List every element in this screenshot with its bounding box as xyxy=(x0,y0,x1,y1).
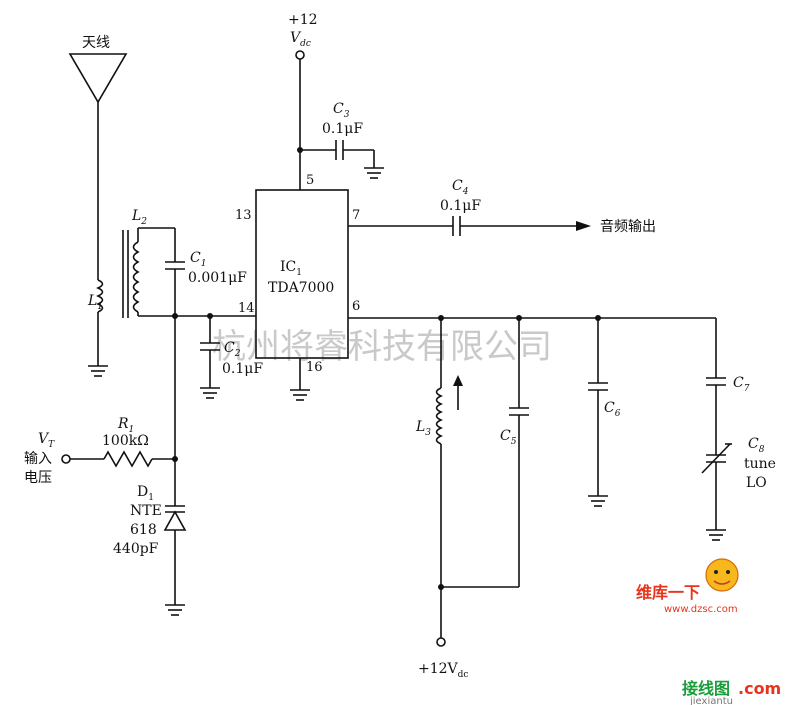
ground-symbol xyxy=(588,495,608,507)
variable-capacitor-c8 xyxy=(701,443,732,530)
inductor-l3 xyxy=(435,318,443,638)
site-pinyin: jiexiantu xyxy=(689,696,733,705)
capacitor-c1 xyxy=(165,228,185,316)
jiexiantu-logo: 接线图 .com jiexiantu xyxy=(682,679,781,705)
vt-input-terminal xyxy=(61,454,71,464)
dzsc-logo: 维库一下 www.dzsc.com xyxy=(636,558,739,615)
ground-symbol xyxy=(200,387,220,399)
c8-note-lo: LO xyxy=(746,475,767,491)
c8-note-tune: tune xyxy=(744,456,776,472)
audio-out-label: 音频输出 xyxy=(600,218,656,235)
ground-symbol xyxy=(290,389,310,401)
antenna-symbol xyxy=(68,53,128,280)
c1-value: 0.001μF xyxy=(188,270,247,286)
capacitor-c4 xyxy=(348,216,576,236)
pin-14: 14 xyxy=(238,301,255,316)
ic-tda7000 xyxy=(255,189,349,359)
r1-label: R1 xyxy=(117,416,134,435)
logo-url: www.dzsc.com xyxy=(664,604,738,615)
ground-symbol xyxy=(165,604,185,616)
c3-value: 0.1μF xyxy=(322,121,363,137)
supply-top-unit: Vdc xyxy=(290,30,311,49)
inductor-l2 xyxy=(132,227,175,316)
supply-bottom-label: +12Vdc xyxy=(418,661,468,680)
watermark: 杭州将睿科技有限公司 xyxy=(212,327,552,367)
vt-label: VT xyxy=(38,431,55,450)
site-dot-com: .com xyxy=(738,679,781,698)
supply-top-terminal xyxy=(295,50,305,60)
ic-part: TDA7000 xyxy=(268,280,334,296)
c4-label: C4 xyxy=(452,178,469,197)
pin-13: 13 xyxy=(235,208,252,223)
ic-name: IC1 xyxy=(280,259,302,278)
ground-symbol xyxy=(706,529,726,541)
d1-cap: 440pF xyxy=(113,541,159,557)
logo-brand: 维库一下 xyxy=(636,583,700,602)
l1-label: L1 xyxy=(87,293,103,312)
capacitor-c5 xyxy=(441,318,529,588)
c6-label: C6 xyxy=(604,400,621,419)
pin-16: 16 xyxy=(306,360,323,375)
junction-dot xyxy=(438,584,444,590)
varactor-diode-d1 xyxy=(163,498,187,605)
capacitor-c7 xyxy=(706,318,726,455)
adjust-arrow-icon xyxy=(453,375,463,410)
output-arrow xyxy=(576,221,591,231)
supply-bottom-terminal xyxy=(436,637,446,647)
c8-label: C8 xyxy=(748,436,765,455)
antenna-label: 天线 xyxy=(82,35,110,51)
pin-6: 6 xyxy=(352,299,360,314)
c3-label: C3 xyxy=(333,101,350,120)
pin-7: 7 xyxy=(352,208,360,223)
supply-top-value: +12 xyxy=(288,12,318,28)
l3-label: L3 xyxy=(415,419,431,438)
inductor-l1 xyxy=(96,279,104,366)
r1-value: 100kΩ xyxy=(102,433,149,449)
pin-5: 5 xyxy=(306,173,314,188)
ground-symbol xyxy=(364,167,384,179)
d1-label: D1 xyxy=(137,484,154,503)
capacitor-c2 xyxy=(200,316,220,388)
ground-symbol xyxy=(88,365,108,377)
c5-label: C5 xyxy=(500,428,517,447)
c2-label: C2 xyxy=(224,340,241,359)
c7-label: C7 xyxy=(733,375,750,394)
l2-label: L2 xyxy=(131,208,147,227)
vt-line1: 输入 xyxy=(24,451,52,467)
capacitor-c6 xyxy=(588,318,608,496)
vt-line2: 电压 xyxy=(24,470,52,486)
site-cn: 接线图 xyxy=(682,679,730,698)
c1-label: C1 xyxy=(190,250,206,269)
resistor-r1 xyxy=(70,450,175,468)
capacitor-c3 xyxy=(300,140,375,168)
c4-value: 0.1μF xyxy=(440,198,481,214)
d1-part2: 618 xyxy=(130,522,157,538)
d1-part1: NTE xyxy=(130,503,162,519)
c2-value: 0.1μF xyxy=(222,361,263,377)
